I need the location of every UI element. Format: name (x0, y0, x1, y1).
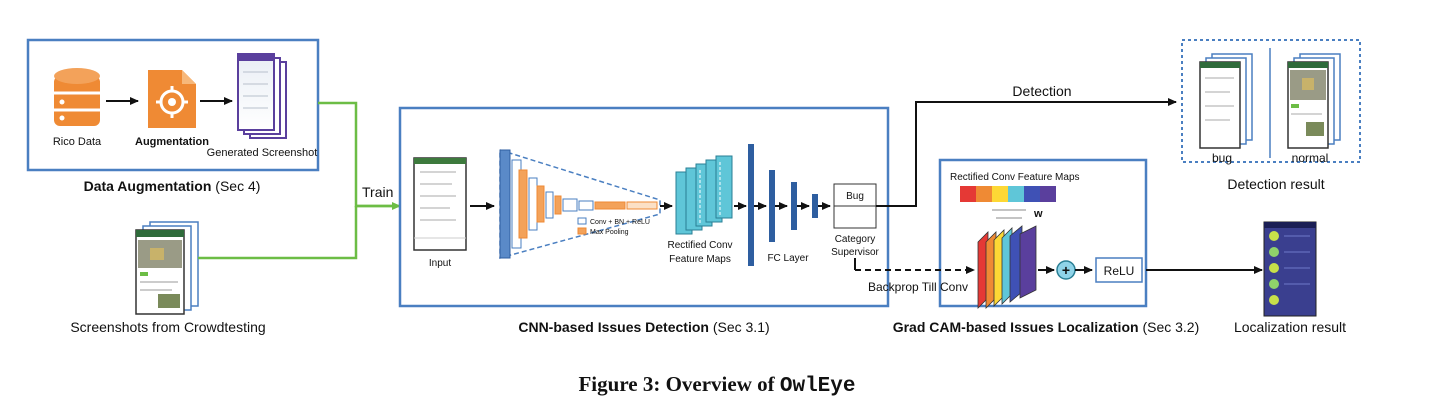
supervisor-line2: Supervisor (831, 247, 879, 258)
fc-layer-label: FC Layer (767, 253, 809, 264)
data-augmentation-title: Data Augmentation (Sec 4) (84, 178, 261, 194)
fc-layers (748, 144, 831, 266)
rectified-line1: Rectified Conv (667, 240, 732, 251)
bug-label: Bug (846, 191, 864, 202)
rectified-feature-maps (675, 155, 733, 235)
legend-conv-label: Conv + BN + ReLU (590, 219, 650, 226)
gradcam-title: Grad CAM-based Issues Localization (Sec … (893, 319, 1200, 335)
generated-screenshot-stack (237, 53, 287, 139)
relu-label: ReLU (1104, 264, 1135, 278)
caption-name: OwlEye (779, 375, 856, 398)
localization-result-title: Localization result (1234, 319, 1346, 335)
detection-arrow (876, 98, 1177, 207)
detection-result-title: Detection result (1227, 176, 1324, 192)
input-label: Input (429, 258, 451, 269)
bug-screenshot-stack (1199, 53, 1253, 149)
train-line-from-crowdtesting (198, 206, 358, 260)
normal-screenshot-stack (1287, 53, 1341, 149)
gradcam-feature-maps-label: Rectified Conv Feature Maps (950, 172, 1080, 183)
legend-pool-label: Max Pooling (590, 229, 629, 236)
cnn-legend: Conv + BN + ReLU Max Pooling (577, 217, 650, 236)
cnn-layers-illustration (499, 148, 661, 259)
gear-document-icon (148, 70, 196, 128)
supervisor-line1: Category (835, 234, 876, 245)
legend-conv-swatch (577, 217, 587, 225)
bug-result-label: bug (1212, 151, 1232, 165)
input-screenshot (413, 157, 467, 251)
caption-prefix: Figure 3: Overview of (578, 372, 780, 396)
plus-symbol: + (1062, 262, 1070, 278)
backprop-label: Backprop Till Conv (868, 280, 968, 294)
weight-vector-bar (960, 186, 1056, 202)
relu-box (1095, 257, 1143, 283)
gradcam-feature-map-stack (977, 225, 1037, 309)
augmentation-label: Augmentation (135, 136, 209, 148)
figure-caption: Figure 3: Overview of OwlEye (0, 372, 1434, 398)
rectified-line2: Feature Maps (669, 254, 731, 265)
legend-pool-swatch (577, 227, 587, 235)
train-label: Train (362, 184, 393, 200)
crowdtesting-screenshot-stack (135, 221, 199, 315)
detection-label: Detection (1012, 83, 1071, 99)
crowdtesting-label: Screenshots from Crowdtesting (70, 319, 265, 335)
gradcam-panel (938, 158, 1148, 308)
data-augmentation-panel (26, 38, 320, 172)
rico-data-label: Rico Data (53, 136, 102, 148)
normal-result-label: normal (1292, 151, 1329, 165)
cnn-title: CNN-based Issues Detection (Sec 3.1) (518, 319, 769, 335)
generated-screenshot-label: Generated Screenshot (207, 147, 318, 159)
database-icon (54, 68, 100, 126)
localization-heatmap-screenshot (1263, 221, 1317, 317)
w-label: w (1033, 208, 1043, 220)
category-supervisor-box (833, 183, 877, 229)
